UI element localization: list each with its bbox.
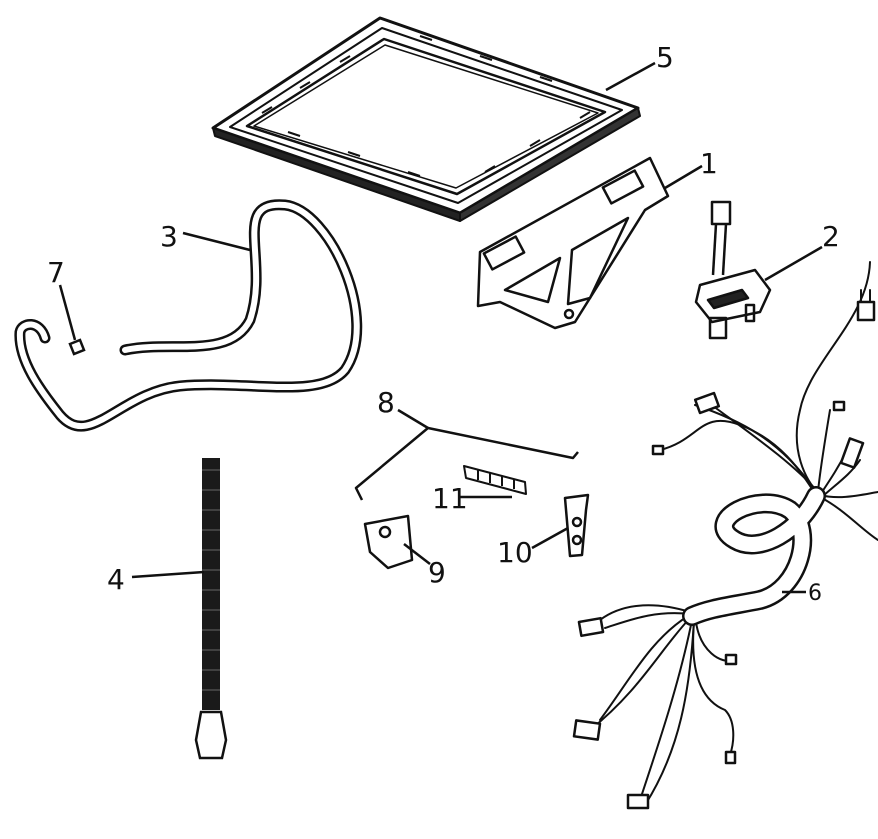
part-4-drain-hose — [194, 458, 228, 760]
part-1-bracket — [476, 156, 670, 330]
callout-5: 5 — [656, 41, 674, 74]
callout-2: 2 — [822, 220, 840, 253]
part-11-comb — [463, 465, 527, 495]
leader-5 — [605, 61, 656, 92]
part-2-switch-assembly — [694, 200, 772, 340]
callout-7: 7 — [47, 256, 65, 289]
callout-11: 11 — [432, 482, 468, 515]
callout-4: 4 — [107, 563, 125, 596]
callout-8: 8 — [377, 386, 395, 419]
leader-4 — [131, 570, 205, 579]
leader-2 — [764, 245, 823, 282]
callout-6: 6 — [808, 581, 822, 606]
leader-9 — [403, 543, 431, 565]
callout-3: 3 — [160, 220, 178, 253]
callout-9: 9 — [428, 556, 446, 589]
part-6-wire-harness — [572, 261, 878, 810]
part-10-latch — [563, 493, 590, 558]
callout-1: 1 — [700, 147, 718, 180]
leader-7 — [58, 284, 77, 341]
part-5-top-frame — [211, 16, 641, 222]
leader-8 — [397, 408, 429, 430]
leader-3 — [182, 231, 251, 252]
leader-10 — [531, 526, 569, 550]
leader-1 — [664, 164, 703, 190]
callout-10: 10 — [497, 536, 533, 569]
part-9-bracket — [363, 514, 414, 570]
part-3-hose — [14, 199, 363, 432]
part-7-clip — [68, 338, 86, 356]
